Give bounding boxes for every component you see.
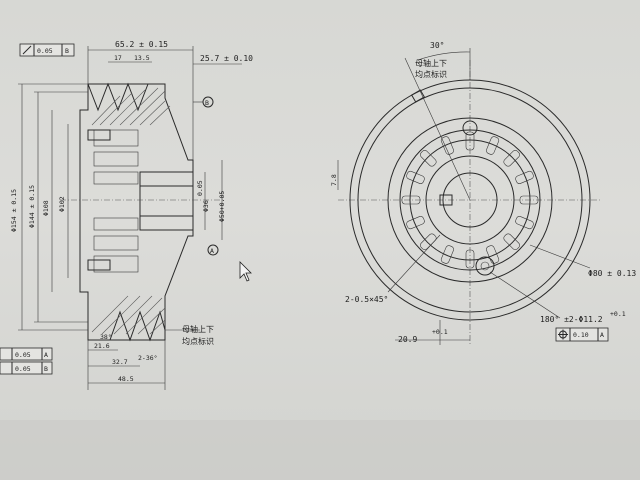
dim-21-6: 21.6 — [94, 342, 110, 350]
flatness-icon — [22, 45, 32, 55]
bottom-hole — [87, 259, 111, 271]
datum-a-symbol — [207, 244, 219, 256]
dim-total-width: 65.2 ± 0.15 — [115, 40, 168, 49]
front-view: 30° 母轴上下 均点标识 7.8 2-0.5×45° Φ80 ± 0.13 2… — [330, 41, 636, 345]
dim-13-5: 13.5 — [134, 54, 150, 62]
screen-bottom-area — [0, 420, 640, 480]
dim-dia-154: Φ154 ± 0.15 — [10, 189, 18, 232]
dim-32-7: 32.7 — [112, 358, 128, 366]
mark-note-front-2: 均点标识 — [415, 69, 447, 79]
dim-dia-144: Φ144 ± 0.15 — [28, 185, 36, 228]
chamfer-note: 2-0.5×45° — [345, 295, 388, 304]
key-slot — [439, 194, 453, 206]
bore — [442, 172, 498, 228]
bottom-dim-lines — [87, 329, 200, 390]
dim-dia-36-tol: 0.05 — [196, 180, 204, 196]
datum-b-label: B — [205, 99, 209, 107]
mark-note-side-1: 母轴上下 — [182, 324, 214, 334]
dim-dia-50: Φ50+0.05 — [218, 191, 226, 222]
dim-dia-102: Φ102 — [58, 196, 66, 212]
dim-dia-80: Φ80 ± 0.13 — [588, 269, 636, 278]
section-view: Φ154 ± 0.15 Φ144 ± 0.15 Φ108 Φ102 Φ36 0.… — [0, 40, 253, 390]
datum-a-label: A — [210, 247, 214, 255]
top-v-grooves — [87, 82, 149, 112]
slots — [93, 129, 139, 273]
top-hole — [87, 129, 111, 141]
angle-38: 38° — [100, 333, 112, 341]
bolt-hole-top — [462, 120, 478, 136]
top-dim-lines — [87, 46, 242, 160]
position-tol: 0.10 — [573, 331, 589, 339]
angle-30: 30° — [430, 41, 444, 50]
dim-dia-108: Φ108 — [42, 200, 50, 216]
mark-notch — [410, 89, 426, 103]
fcf-bottom-1 — [0, 347, 53, 361]
fcf-bottom-2-ref: B — [44, 365, 48, 373]
spoke-ring — [409, 139, 531, 261]
mark-note-front-1: 母轴上下 — [415, 58, 447, 68]
hub-outer — [425, 155, 515, 245]
fcf-bottom-2 — [0, 361, 53, 375]
dim-dia-36: Φ36 — [202, 200, 210, 212]
mouse-cursor-icon — [239, 261, 252, 282]
dim-20-9-tol: +0.1 — [432, 328, 448, 336]
bolt-hole-bottom — [475, 256, 495, 276]
dim-25-7: 25.7 ± 0.10 — [200, 54, 253, 63]
position-fcf — [555, 327, 609, 342]
hatch-top — [91, 87, 171, 126]
rim-inner — [357, 87, 583, 313]
holes-tol: +0.1 — [610, 310, 626, 318]
fcf-bottom-2-tol: 0.05 — [15, 365, 31, 373]
web-outer — [387, 117, 553, 283]
holes-note: 180° ±2-Φ11.2 — [540, 315, 603, 324]
dim-2-36: 2-36° — [138, 354, 158, 362]
flatness-tol: 0.05 — [37, 47, 53, 55]
flatness-ref: B — [65, 47, 69, 55]
mark-note-side-2: 均点标识 — [182, 336, 214, 346]
fcf-bottom-1-tol: 0.05 — [15, 351, 31, 359]
dim-48-5: 48.5 — [118, 375, 134, 383]
bottom-v-grooves — [109, 310, 166, 342]
web-ring — [399, 129, 541, 271]
position-ref: A — [600, 331, 604, 339]
datum-b-symbol — [202, 96, 214, 108]
dim-17: 17 — [114, 54, 122, 62]
diameter-dim-lines — [18, 83, 223, 331]
radial-slots — [401, 131, 539, 269]
pulley-section-outline — [79, 83, 194, 341]
fcf-bottom-1-ref: A — [44, 351, 48, 359]
hub-bore — [139, 171, 194, 231]
dim-20-9: 20.9 — [398, 335, 417, 344]
hatch-bottom — [91, 295, 166, 335]
dim-7-8: 7.8 — [330, 174, 338, 186]
